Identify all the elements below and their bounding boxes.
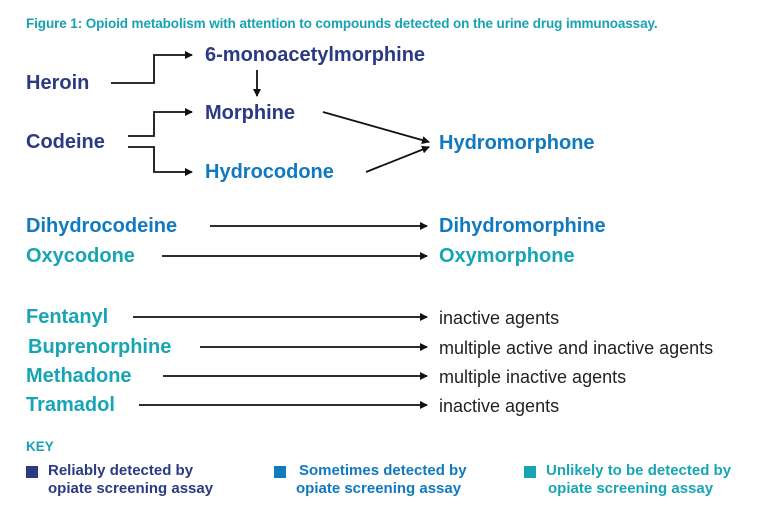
key-label-line1: Sometimes detected by xyxy=(299,462,467,479)
arrow-heroin-to-mam xyxy=(111,51,193,84)
arrow-morphine-to-hydromorphone xyxy=(322,111,430,144)
node-tramadol: Tramadol xyxy=(26,394,115,416)
key-label-line2: opiate screening assay xyxy=(548,480,714,497)
arrow-codeine-to-hydrocodone xyxy=(128,146,193,176)
node-oxycodone: Oxycodone xyxy=(26,245,135,267)
key-label-line2: opiate screening assay xyxy=(48,480,214,497)
node-dihydromorphine: Dihydromorphine xyxy=(439,215,606,237)
swatch-reliably-icon xyxy=(26,466,38,478)
node-heroin: Heroin xyxy=(26,72,90,94)
result-buprenorphine: multiple active and inactive agents xyxy=(439,338,714,358)
node-oxymorphone: Oxymorphone xyxy=(439,245,575,267)
node-dihydrocodeine: Dihydrocodeine xyxy=(26,215,178,237)
result-methadone: multiple inactive agents xyxy=(439,367,627,387)
node-fentanyl: Fentanyl xyxy=(26,306,109,328)
arrow-hydrocodone-to-hydromorphone xyxy=(365,145,430,173)
figure-title: Figure 1: Opioid metabolism with attenti… xyxy=(26,16,658,31)
node-hydrocodone: Hydrocodone xyxy=(205,161,334,183)
node-hydromorphone: Hydromorphone xyxy=(439,132,595,154)
swatch-sometimes-icon xyxy=(274,466,286,478)
swatch-unlikely-icon xyxy=(524,466,536,478)
node-codeine: Codeine xyxy=(26,131,105,153)
node-methadone: Methadone xyxy=(26,365,132,387)
arrow-codeine-to-morphine xyxy=(128,108,193,137)
result-fentanyl: inactive agents xyxy=(439,308,560,328)
node-buprenorphine: Buprenorphine xyxy=(28,336,172,358)
key-label-line1: Unlikely to be detected by xyxy=(546,462,732,479)
node-morphine: Morphine xyxy=(205,102,295,124)
node-6-monoacetylmorphine: 6-monoacetylmorphine xyxy=(205,44,426,66)
key-title: KEY xyxy=(26,439,54,454)
key-label-line1: Reliably detected by xyxy=(48,462,194,479)
result-tramadol: inactive agents xyxy=(439,396,560,416)
key-label-line2: opiate screening assay xyxy=(296,480,462,497)
